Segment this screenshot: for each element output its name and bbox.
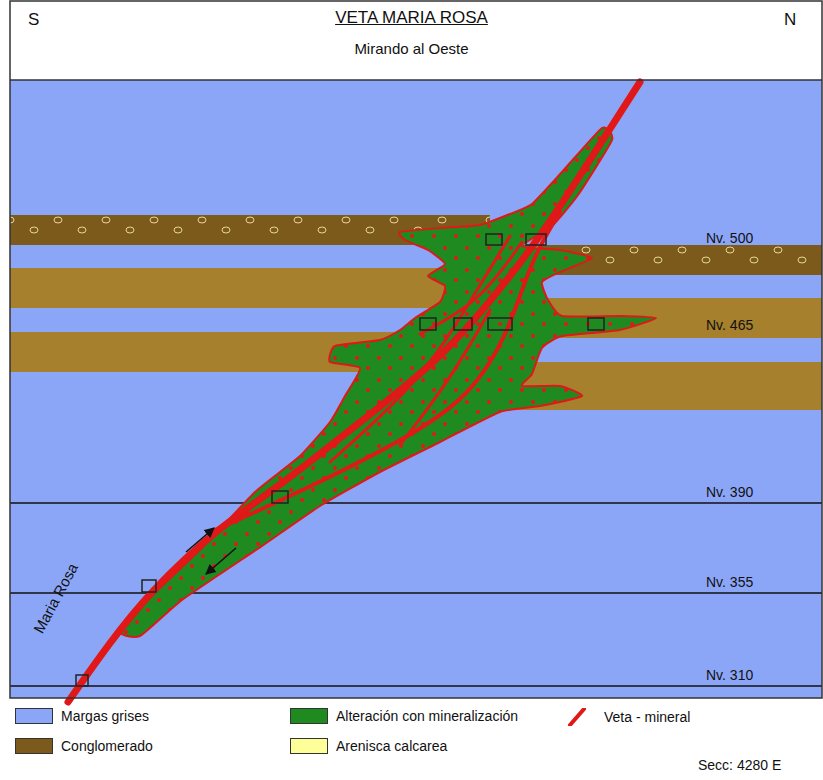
vein (215, 212, 560, 530)
legend-text: Margas grises (61, 708, 149, 724)
legend-swatch (15, 738, 53, 754)
legend-text: Veta - mineral (604, 709, 690, 725)
legend-entry: Alteración con mineralización (290, 708, 518, 724)
legend-swatch (15, 708, 53, 724)
level-label: Nv. 355 (706, 574, 753, 590)
vein (400, 310, 490, 445)
vein (68, 82, 640, 702)
level-label: Nv. 500 (706, 230, 753, 246)
compass-north: N (784, 10, 796, 30)
legend-entry: Veta - mineral (560, 708, 690, 726)
legend-text: Conglomerado (61, 738, 153, 754)
level-label: Nv. 465 (706, 317, 753, 333)
subtitle: Mirando al Oeste (0, 40, 823, 57)
level-label: Nv. 310 (706, 667, 753, 683)
vein (330, 236, 510, 462)
legend-text: Arenisca calcarea (336, 738, 447, 754)
legend-line-sample (560, 708, 596, 726)
title: VETA MARIA ROSA (0, 8, 823, 28)
legend-swatch (290, 708, 328, 724)
compass-south: S (28, 10, 39, 30)
section-number: Secc: 4280 E (698, 757, 781, 773)
legend-entry: Conglomerado (15, 738, 153, 754)
legend-text: Alteración con mineralización (336, 708, 518, 724)
legend-entry: Margas grises (15, 708, 149, 724)
vein (420, 242, 522, 334)
legend-swatch (290, 738, 328, 754)
alteration-envelope (119, 128, 656, 637)
level-label: Nv. 390 (706, 484, 753, 500)
legend-entry: Arenisca calcarea (290, 738, 447, 754)
